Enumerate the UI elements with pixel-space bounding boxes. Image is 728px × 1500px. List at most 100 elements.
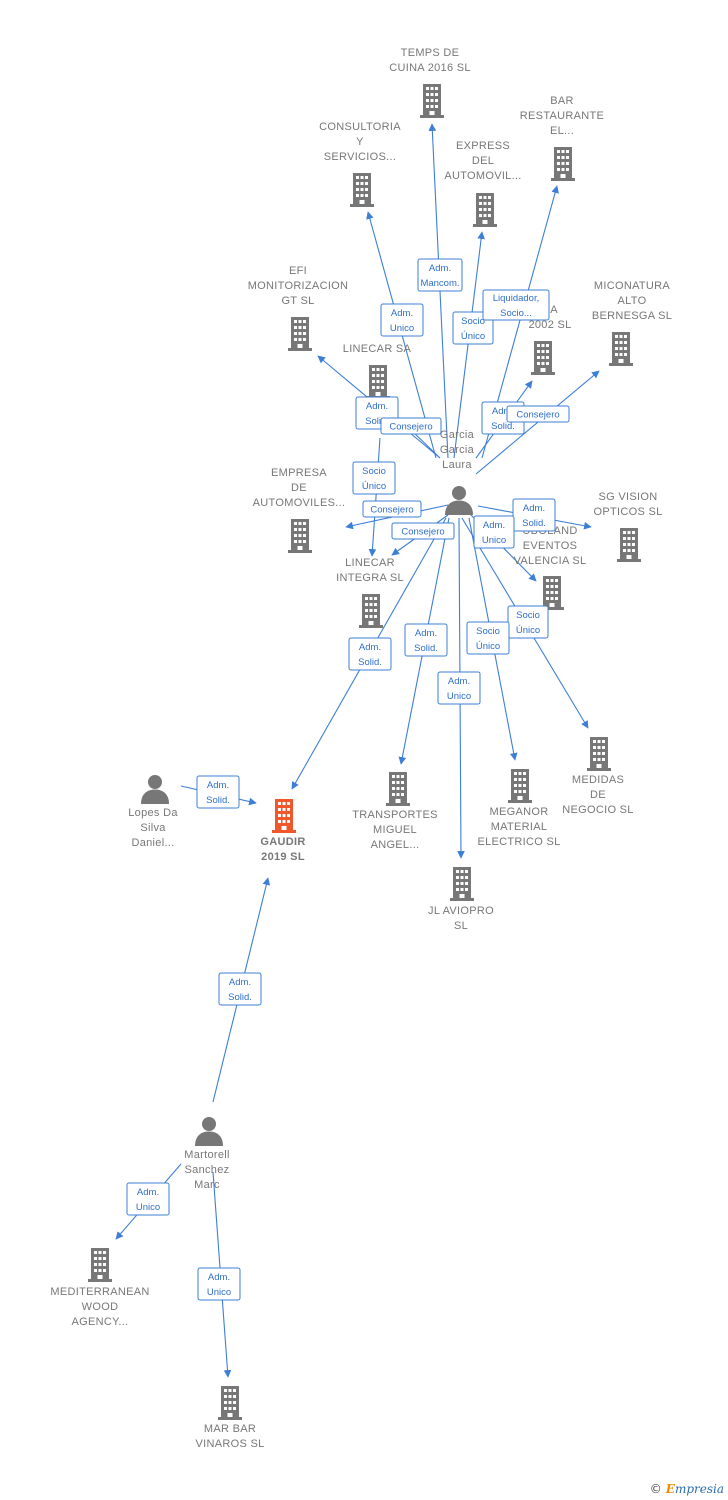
edge-label-text: Adm. — [492, 406, 514, 417]
edge-labels-layer: Adm.Mancom.Adm.UnicoSocioÚnicoLiquidador… — [126, 258, 570, 1301]
edge-label-text: Adm. — [229, 977, 251, 988]
edge-label-text: Solid. — [522, 518, 546, 529]
edge-label-text: Liquidador, — [493, 293, 539, 304]
edge-label-lopes-gaudir[interactable]: Adm.Solid. — [196, 775, 240, 809]
node-label: AUTOMOVILES... — [253, 497, 346, 509]
edge-label-garcia-sgvision[interactable]: Adm.Solid. — [512, 498, 556, 532]
edge-label-martorell-gaudir[interactable]: Adm.Solid. — [218, 972, 262, 1006]
edge-label-text: Único — [362, 481, 386, 492]
node-express[interactable]: EXPRESSDELAUTOMOVIL... — [444, 140, 521, 227]
edge-label-text: Socio — [362, 466, 386, 477]
node-label: CONSULTORIA — [319, 121, 401, 133]
node-label: TRANSPORTES — [352, 809, 438, 821]
edge-label-garcia-gaudir[interactable]: Adm.Solid. — [348, 637, 392, 671]
edge-label-garcia-aviopro[interactable]: Adm.Unico — [437, 671, 481, 705]
node-label: MEGANOR — [490, 806, 549, 818]
building-icon — [473, 193, 497, 227]
building-icon — [531, 341, 555, 375]
node-empresa[interactable]: EMPRESADEAUTOMOVILES... — [253, 467, 346, 553]
edge-label-box — [352, 461, 396, 495]
node-bar[interactable]: BARRESTAURANTEEL... — [520, 95, 604, 181]
edge-label-garcia-bar[interactable]: Liquidador,Socio... — [482, 289, 550, 321]
edge-label-garcia-transportes[interactable]: Adm.Solid. — [404, 623, 448, 657]
edge-label-text: Único — [461, 331, 485, 342]
edge-label-text: Adm. — [207, 780, 229, 791]
node-label: SERVICIOS... — [324, 151, 396, 163]
edge-label-garcia-miconatura[interactable]: Consejero — [506, 405, 570, 423]
building-icon — [88, 1248, 112, 1282]
node-linecarsa[interactable]: LINECAR SA — [343, 343, 412, 399]
node-uboland[interactable]: UBOLANDEVENTOSVALENCIA SL — [514, 525, 587, 610]
node-label: 2019 SL — [261, 851, 305, 863]
edge-label-text: Unico — [207, 1287, 231, 1298]
edge-label-garcia-temps[interactable]: Adm.Mancom. — [417, 258, 463, 292]
edge-label-text: Solid. — [491, 421, 515, 432]
edge-label-text: Adm. — [359, 642, 381, 653]
edge-label-garcia-linecarsa[interactable]: Consejero — [380, 417, 442, 435]
person-icon — [445, 486, 473, 515]
edge-label-text: Solid. — [365, 416, 389, 427]
building-icon — [359, 594, 383, 628]
edge-label-garcia-consultoria[interactable]: Adm.Unico — [380, 303, 424, 337]
edge-label-garcia-uboland[interactable]: Adm.Unico — [473, 515, 515, 549]
brand-logo-initial: E — [665, 1482, 675, 1496]
building-icon — [386, 772, 410, 806]
node-transportes[interactable]: TRANSPORTESMIGUELANGEL... — [352, 772, 438, 851]
person-icon — [141, 775, 169, 804]
node-label: ELECTRICO SL — [477, 836, 560, 848]
edge-label-box — [126, 1182, 170, 1216]
node-label: GAUDIR — [260, 836, 305, 848]
building-icon — [587, 737, 611, 771]
building-icon — [366, 365, 390, 399]
edge-label-box — [362, 500, 422, 518]
edge-label-garcia-empresa[interactable]: Consejero — [362, 500, 422, 518]
edge-label-box — [380, 303, 424, 337]
edge-garcia-integra — [368, 437, 381, 557]
edge-label-text: Único — [516, 625, 540, 636]
node-label: LINECAR — [345, 557, 395, 569]
node-lopes[interactable]: Lopes DaSilvaDaniel... — [128, 775, 178, 849]
edge-label-text: Adm. — [415, 628, 437, 639]
edge-label-text: Consejero — [516, 410, 559, 421]
edge-label-martorell-marbar[interactable]: Adm. Unico — [197, 1267, 241, 1301]
node-consultoria[interactable]: CONSULTORIAYSERVICIOS... — [319, 121, 401, 207]
building-icon — [508, 769, 532, 803]
edge-label-text: Unico — [136, 1202, 160, 1213]
edge-label-box — [391, 522, 455, 540]
edge-label-garcia-integra[interactable]: Consejero — [391, 522, 455, 540]
edge-label-box — [404, 623, 448, 657]
node-label: AGENCY... — [72, 1316, 129, 1328]
building-icon — [617, 528, 641, 562]
edge-label-text: Adm. — [208, 1272, 230, 1283]
edge-label-text: Consejero — [389, 422, 432, 433]
edge-label-text: Socio — [516, 610, 540, 621]
node-mediterranean[interactable]: MEDITERRANEANWOODAGENCY... — [50, 1248, 149, 1328]
building-icon — [450, 867, 474, 901]
node-gaudir[interactable]: GAUDIR 2019 SL — [260, 799, 305, 863]
edge-label-box — [452, 311, 494, 345]
node-label: MEDITERRANEAN — [50, 1286, 149, 1298]
edge-garcia-express — [453, 231, 485, 459]
node-label: MAR BAR — [204, 1423, 256, 1435]
building-icon — [218, 1386, 242, 1420]
edge-label-martorell-mediterranean[interactable]: Adm.Unico — [126, 1182, 170, 1216]
footer-brand[interactable]: ©Empresia — [650, 1482, 724, 1496]
building-icon — [551, 147, 575, 181]
